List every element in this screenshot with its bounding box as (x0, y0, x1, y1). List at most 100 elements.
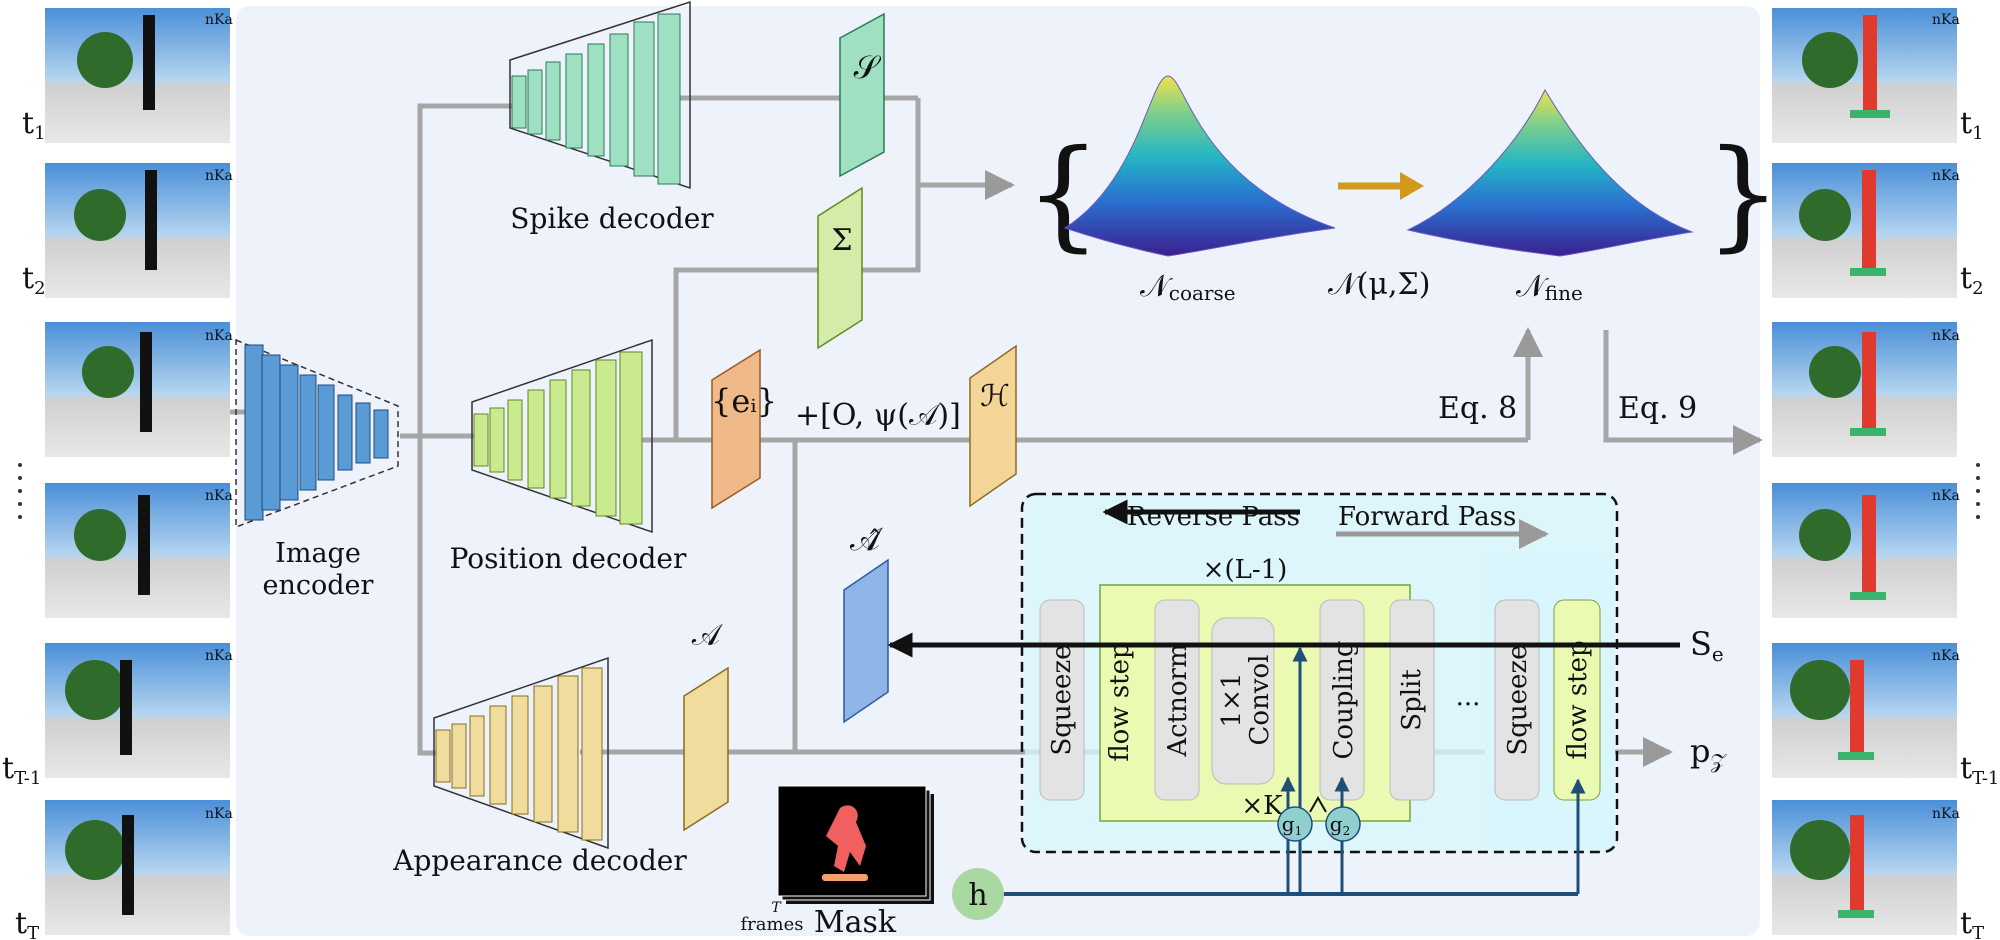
A-slab (683, 666, 729, 832)
svg-text:nKa: nKa (1932, 488, 1960, 504)
squeeze-label-1: Squeeze (1047, 644, 1077, 755)
brace-left: { (1025, 125, 1101, 264)
label-tT: tT (15, 906, 39, 940)
right-frame-3: nKa (1772, 322, 1960, 457)
split-block (1389, 599, 1435, 801)
svg-text:nKa: nKa (205, 648, 233, 664)
position-decoder: Position decoder (450, 338, 687, 575)
times-K-label: ×K (1241, 791, 1283, 821)
forward-pass-label: Forward Pass (1338, 502, 1516, 532)
S-slab (839, 12, 885, 178)
right-frame-5: nKa (1772, 643, 1960, 778)
right-frames: nKa nKa nKa nKa nKa nKa (1772, 8, 1960, 935)
refine-arrowhead (1400, 172, 1424, 200)
S-label: 𝒮 (854, 48, 882, 86)
gray-connectors (230, 95, 1763, 767)
H-label: ℋ (980, 379, 1010, 414)
convol-block (1211, 617, 1275, 785)
g1-circle (1277, 806, 1313, 842)
left-frame-4: nKa (45, 483, 233, 618)
left-frame-6: nKa (45, 800, 233, 935)
flowstep-last-label: flow step (1563, 640, 1593, 759)
right-frame-2: nKa (1772, 163, 1960, 298)
svg-text:nKa: nKa (205, 328, 233, 344)
position-decoder-label: Position decoder (450, 542, 687, 575)
image-encoder: Image encoder (235, 338, 399, 601)
svg-text:nKa: nKa (1932, 806, 1960, 822)
label-r-tT-1: tT-1 (1960, 751, 1999, 789)
mask-stack: Mask frames T (741, 785, 934, 940)
right-frame-1: nKa (1772, 8, 1960, 143)
squeeze-block-2 (1494, 599, 1540, 801)
left-frame-3: nKa (45, 322, 233, 457)
reverse-pass-label: Reverse Pass (1127, 502, 1300, 532)
right-frame-4: nKa (1772, 483, 1960, 618)
label-tT-1: tT-1 (2, 751, 41, 789)
brace-right: } (1705, 125, 1781, 264)
svg-text:nKa: nKa (1932, 168, 1960, 184)
concat-label: +[O, ψ(𝒜)] (795, 398, 961, 433)
label-r-t1: t1 (1960, 106, 1984, 144)
spike-decoder-label: Spike decoder (510, 202, 714, 235)
left-ellipsis (18, 463, 22, 519)
frames-T-label: T (771, 900, 782, 916)
N-coarse-label: 𝒩coarse (1140, 269, 1236, 305)
split-label: Split (1397, 669, 1427, 731)
svg-text:nKa: nKa (205, 806, 233, 822)
mask-silhouette (826, 805, 866, 872)
H-slab (969, 344, 1017, 508)
caret-mark (1309, 795, 1327, 813)
svg-text:nKa: nKa (205, 488, 233, 504)
N-fine-label: 𝒩fine (1516, 269, 1583, 305)
ei-label: {eᵢ} (711, 382, 777, 420)
coupling-label: Coupling (1329, 641, 1359, 760)
mask-label: Mask (814, 905, 897, 940)
right-frame-6: nKa (1772, 800, 1960, 935)
left-time-labels: t1 t2 tT-1 tT (2, 106, 46, 940)
gaussian-fine (1406, 88, 1694, 257)
h-circle (952, 868, 1004, 920)
eq8-label: Eq. 8 (1438, 391, 1517, 426)
Sigma-slab (817, 186, 863, 350)
appearance-decoder-label: Appearance decoder (392, 844, 687, 877)
flowstep-outer-label: flow step (1105, 642, 1135, 761)
N-mu-sigma-label: 𝒩(μ,Σ) (1328, 267, 1430, 302)
convol-label-2: Convol (1245, 655, 1275, 746)
left-frames: nKa nKa nKa nKa nKa nKa (45, 8, 233, 935)
label-r-t2: t2 (1960, 261, 1984, 299)
h-label: h (968, 878, 987, 913)
svg-text:nKa: nKa (1932, 648, 1960, 664)
frames-label: frames (741, 914, 804, 935)
left-frame-2: nKa (45, 163, 233, 298)
pz-label: p𝒵 (1690, 732, 1727, 773)
eq9-label: Eq. 9 (1618, 391, 1697, 426)
ei-slab (711, 348, 761, 510)
se-label: Se (1690, 625, 1724, 666)
encoder-label-2: encoder (263, 570, 374, 601)
svg-text:nKa: nKa (1932, 12, 1960, 28)
flow-dots: ... (1456, 682, 1481, 712)
mask-skateboard (822, 874, 868, 881)
flow-block: Reverse Pass Forward Pass ×(L-1) Squeeze… (887, 492, 1680, 854)
label-t2: t2 (22, 261, 46, 299)
g2-label: g2 (1330, 812, 1350, 838)
times-L-label: ×(L-1) (1203, 555, 1288, 585)
right-time-labels: t1 t2 tT-1 tT (1960, 106, 1999, 940)
gaussian-coarse (1063, 75, 1336, 257)
g1-label: g1 (1282, 812, 1302, 838)
flow-dashed-border (1020, 492, 1619, 854)
appearance-decoder: Appearance decoder (392, 656, 687, 877)
feature-slabs: 𝒮 Σ {eᵢ} +[O, ψ(𝒜)] ℋ 𝒜 𝒜̂ (683, 12, 1017, 832)
actnorm-block (1154, 599, 1200, 801)
encoder-label-1: Image (275, 538, 361, 569)
left-frame-1: nKa (45, 8, 233, 143)
label-t1: t1 (22, 106, 46, 144)
Sigma-label: Σ (831, 223, 852, 258)
left-frame-5: nKa (45, 643, 233, 778)
right-ellipsis (1976, 463, 1980, 519)
A-hat-label: 𝒜̂ (850, 520, 884, 558)
label-r-tT: tT (1960, 906, 1984, 940)
gaussian-section: { } 𝒩coarse 𝒩(μ,Σ) 𝒩fine (1025, 75, 1781, 305)
squeeze-label-2: Squeeze (1503, 644, 1533, 755)
